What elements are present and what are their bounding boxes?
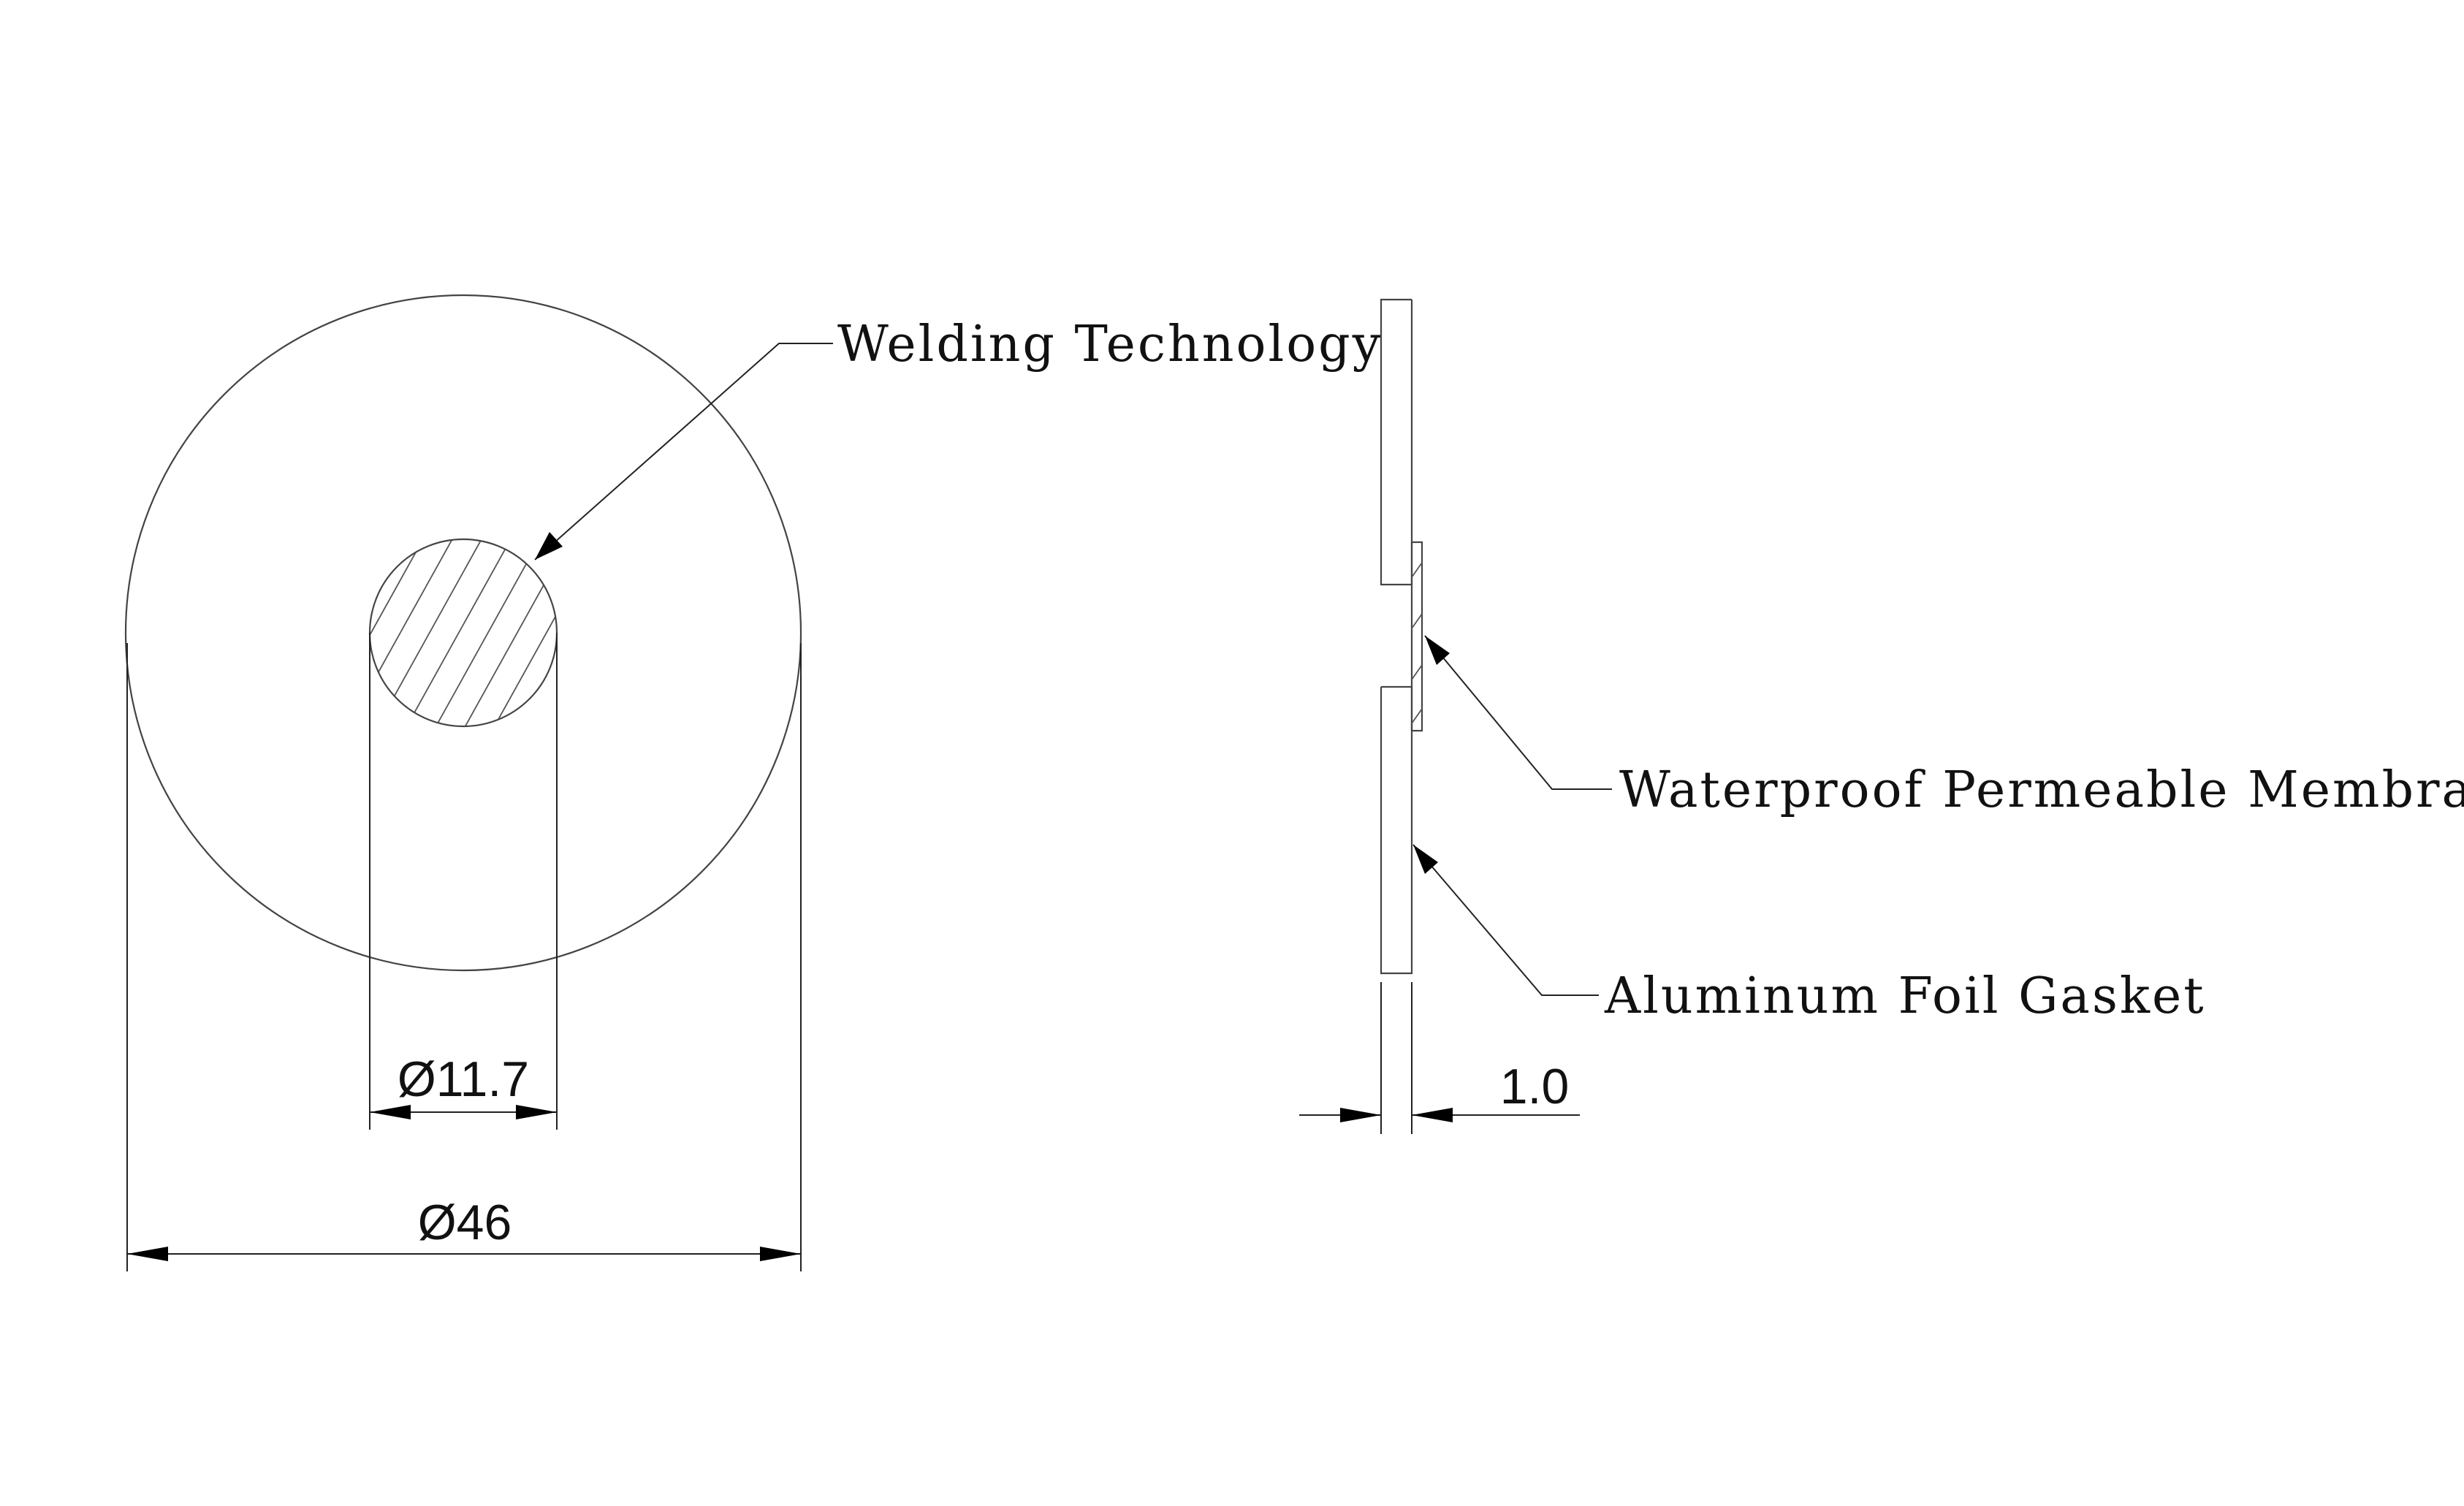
membrane — [1410, 541, 1423, 732]
outer-disc — [124, 294, 802, 972]
gasket-leader — [1412, 844, 1599, 996]
outer-diameter-dimension — [126, 643, 802, 1271]
side-view: Waterproof Permeable Membrane Aluminum F… — [1299, 298, 2464, 1134]
outer-diameter-text: Ø46 — [418, 1195, 512, 1250]
welding-technology-label: Welding Technology — [837, 316, 1383, 373]
membrane-leader — [1424, 635, 1612, 790]
thickness-text: 1.0 — [1500, 1059, 1570, 1114]
inner-diameter-text: Ø11.7 — [398, 1051, 529, 1107]
welded-zone — [368, 538, 558, 728]
gasket-lower — [1380, 685, 1413, 975]
gasket-label: Aluminum Foil Gasket — [1604, 967, 2206, 1025]
thickness-dimension — [1299, 982, 1580, 1134]
welding-leader — [534, 343, 833, 560]
front-view: Welding Technology Ø11.7 Ø46 — [124, 294, 1383, 1271]
inner-diameter-dimension — [369, 633, 558, 1130]
membrane-label: Waterproof Permeable Membrane — [1619, 761, 2464, 819]
gasket-upper — [1380, 298, 1413, 586]
welded-zone-hatch — [370, 539, 557, 726]
